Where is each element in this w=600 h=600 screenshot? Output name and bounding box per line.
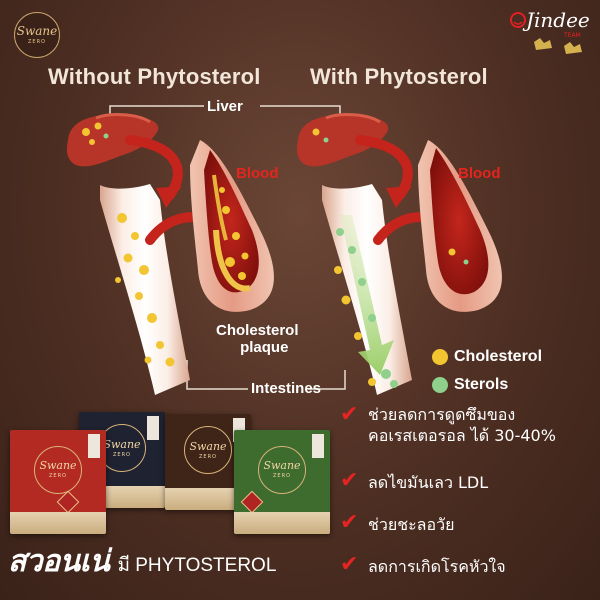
label-liver: Liver [207,98,243,115]
product-box-red: Swane ZERO [10,430,106,534]
box-emblem: Swane ZERO [34,445,82,494]
cholesterol-dot-icon [432,349,448,365]
blood-vessel-right [418,140,502,312]
product-box-green: Swane ZERO [234,430,330,534]
box-emblem: Swane ZERO [184,426,232,475]
label-blood-right: Blood [458,165,501,182]
sterol-flow-arrow [340,215,394,375]
checkmark-icon: ✔ [340,402,359,427]
watermark-sub: TEAM [564,32,581,39]
product-name: สวอนเน่ [8,545,110,578]
intestine-right-particles [334,228,398,388]
blood-vessel-left [190,140,274,312]
product-title: สวอนเน่ มี PHYTOSTEROL [8,538,276,585]
legend-cholesterol: Cholesterol [454,348,543,365]
label-plaque-line1: Cholesterol [216,322,299,339]
checkmark-icon: ✔ [340,552,359,577]
label-intestines: Intestines [251,380,322,397]
product-tagline: มี PHYTOSTEROL [117,555,277,576]
sterol-dot-icon [432,377,448,393]
label-cholesterol-plaque: Cholesterol plaque [216,322,299,356]
watermark-text: Jindee [526,8,590,32]
brand-logo-name: Swane [16,24,58,38]
brand-logo: Swane ZERO [14,12,60,58]
heading-with: With Phytosterol [310,64,488,89]
label-plaque-line2: plaque [240,339,289,356]
box-emblem: Swane ZERO [258,445,306,494]
watermark-face-icon [510,12,582,54]
checkmark-icon: ✔ [340,468,359,493]
watermark: Jindee TEAM [508,6,596,58]
legend-sterols: Sterols [454,376,509,393]
intestine-left-particles [115,213,175,367]
liver-right [296,113,389,167]
checkmark-icon: ✔ [340,510,359,535]
liver-left [66,113,159,167]
label-blood-left: Blood [236,165,279,182]
brand-logo-sub: ZERO [28,39,46,45]
heading-without: Without Phytosterol [48,64,261,89]
